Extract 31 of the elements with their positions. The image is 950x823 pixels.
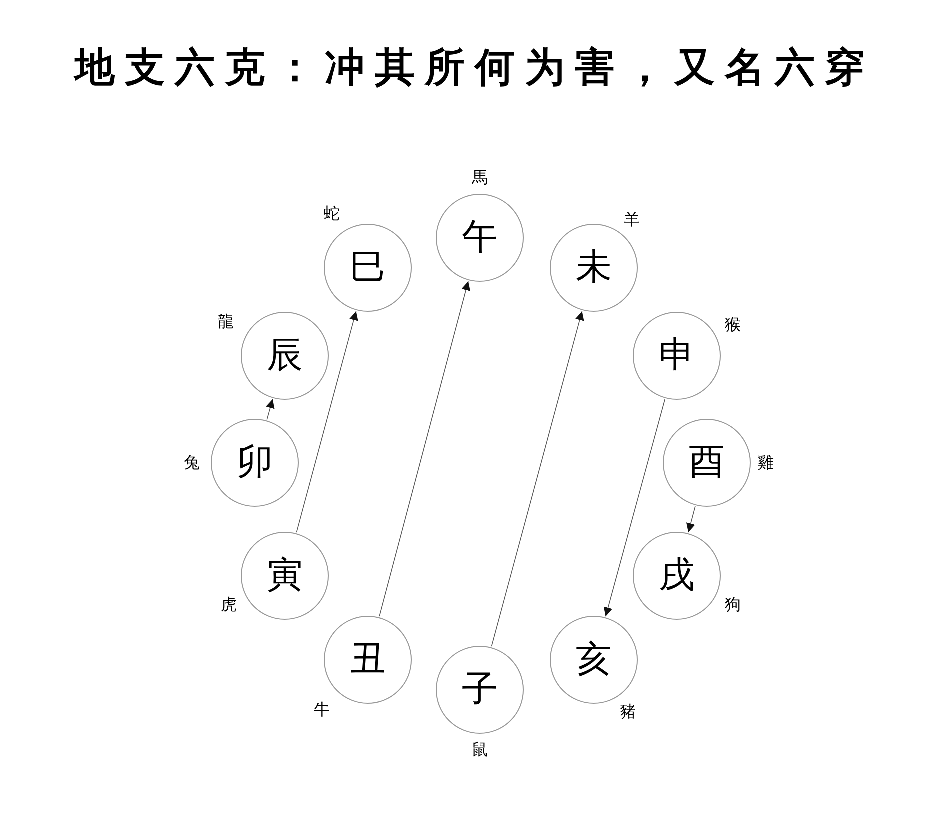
branch-character: 申 [659,338,695,374]
animal-label: 猴 [724,317,742,333]
animal-label: 狗 [724,597,742,613]
arrow [296,311,358,533]
animal-label: 蛇 [323,206,341,222]
branch-character: 丑 [350,642,386,678]
animal-label: 龍 [217,314,235,330]
arrow [686,506,696,533]
branch-character: 巳 [350,250,386,286]
branch-character: 未 [576,250,612,286]
branch-character: 子 [462,672,498,708]
animal-label: 馬 [471,170,489,186]
arrow [491,311,584,647]
title: 地支六克：冲其所何为害，又名六穿 [72,48,876,88]
animal-label: 羊 [623,212,641,228]
branch-character: 酉 [689,445,725,481]
animal-label: 兔 [183,455,201,471]
animal-label: 虎 [220,597,238,613]
animal-label: 牛 [313,702,331,718]
animal-label: 雞 [757,455,775,471]
arrow [379,281,470,617]
arrow [604,399,666,617]
branch-character: 辰 [267,338,303,374]
branch-character: 午 [462,220,498,256]
animal-label: 鼠 [471,742,489,758]
arrow [266,398,275,420]
branch-character: 戌 [659,558,695,594]
branch-character: 亥 [576,642,612,678]
branch-character: 卯 [237,445,273,481]
branch-character: 寅 [267,558,303,594]
animal-label: 豬 [619,704,637,720]
